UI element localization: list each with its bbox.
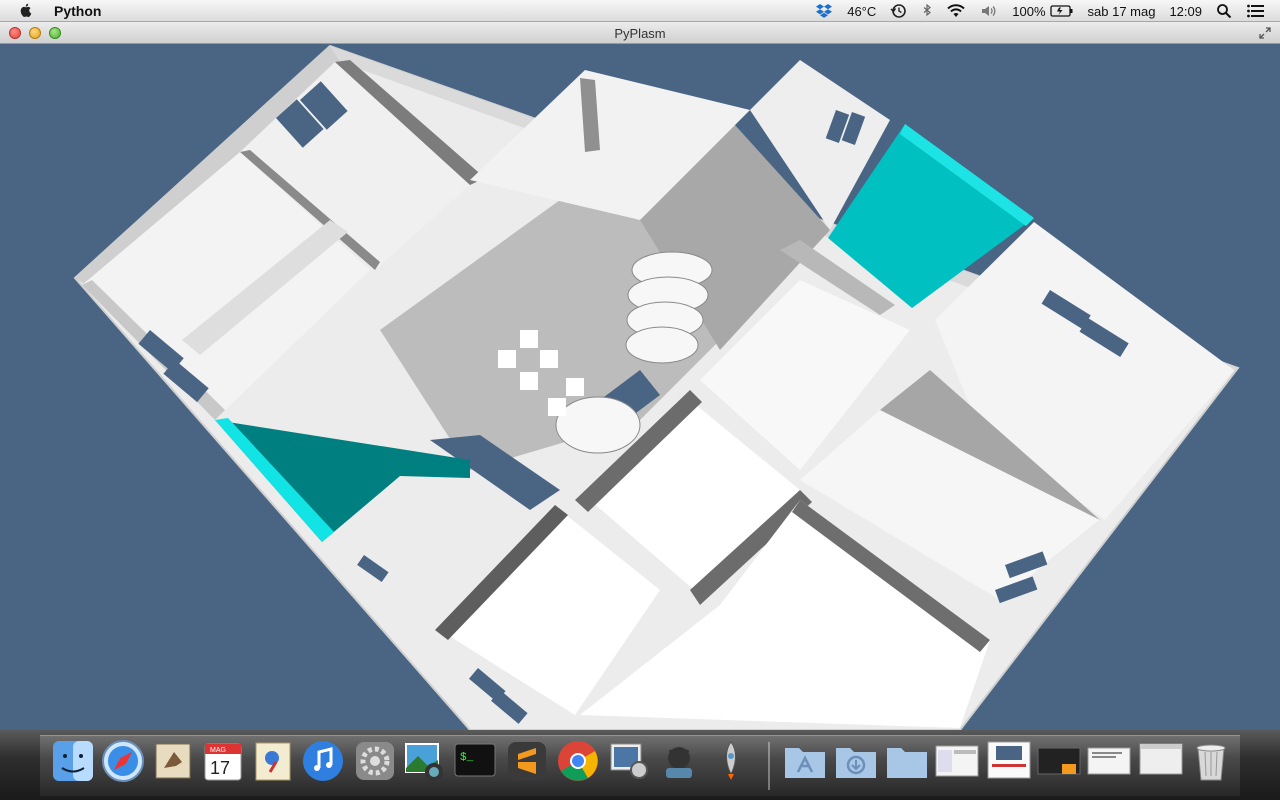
wall-shade-5 [580,78,600,152]
cyan-panel-right-edge [900,124,1034,226]
battery-percent[interactable]: 100% [1012,3,1046,19]
window-thumbnail-1[interactable] [934,738,980,784]
close-window-button[interactable] [9,27,21,39]
volume-icon[interactable] [980,3,998,19]
stair-opening [430,435,560,510]
window-opening-13 [357,555,389,583]
window-opening-1 [276,99,324,148]
spiral-staircase [555,251,713,454]
window-opening-7 [1041,290,1091,330]
finder-icon[interactable] [50,738,96,784]
room-bottom-left [440,510,660,715]
cyan-panel-right [828,124,1034,308]
trash-icon[interactable] [1188,738,1234,784]
wifi-icon[interactable] [946,3,966,19]
battery-icon[interactable] [1049,4,1074,18]
iphoto-icon[interactable] [402,738,448,784]
mail-icon[interactable] [150,738,196,784]
room-bottom-right [580,500,990,728]
window-thumbnail-2[interactable] [986,738,1032,784]
teal-panel-left [215,420,470,542]
calendar-day: 17 [210,758,230,778]
downloads-folder-icon[interactable] [833,738,879,784]
wall-shade-4 [182,220,348,355]
room-upper-mid [470,70,750,220]
window-opening-4 [163,360,209,403]
outer-wall-left [75,46,345,290]
contacts-icon[interactable] [250,738,296,784]
wall-dark-3 [435,505,568,640]
window-thumbnail-5[interactable] [1138,738,1184,784]
window-thumbnail-4[interactable] [1086,738,1132,784]
window-opening-5 [825,110,850,143]
apple-icon[interactable] [18,2,34,18]
window-opening-6 [841,111,866,145]
room-upper-right [750,60,890,230]
system-preferences-icon[interactable] [352,738,398,784]
window-titlebar[interactable]: PyPlasm [0,22,1280,44]
wall-shade-2 [240,150,380,270]
window-opening-8 [1079,318,1129,358]
bluetooth-icon[interactable] [922,3,932,19]
svg-text:$_: $_ [460,752,474,764]
temperature-readout[interactable]: 46°C [847,3,877,19]
minimize-window-button[interactable] [29,27,41,39]
window-opening-9 [1005,551,1048,579]
building-floorplan-render [73,44,1240,730]
time-machine-icon[interactable] [890,3,908,19]
preview-icon[interactable] [605,738,651,784]
sublime-text-icon[interactable] [504,738,550,784]
dropbox-icon[interactable] [815,3,833,19]
itunes-icon[interactable] [300,738,346,784]
wall-dark-1 [575,390,702,512]
applications-folder-icon[interactable] [782,738,828,784]
notification-center-icon[interactable] [1246,3,1266,19]
window-opening-11 [469,668,506,702]
room-small-left [335,478,500,620]
wall-shade-1 [335,60,485,185]
window-thumbnail-3[interactable] [1036,738,1082,784]
pyplasm-3d-viewport[interactable] [0,44,1280,730]
room-right-lower [800,410,1100,600]
terminal-icon[interactable]: $_ [452,738,498,784]
window-opening-12 [491,690,528,724]
wall-shade-7 [780,240,895,315]
spotlight-icon[interactable] [1216,3,1232,19]
calendar-month: MAG [210,747,226,754]
zoom-window-button[interactable] [49,27,61,39]
calendar-icon[interactable]: MAG 17 [200,738,246,784]
menu-bar: Python 46°C 100% sab 17 mag 1 [0,0,1280,22]
teal-panel-left-edge [215,418,334,542]
floor-openings [498,330,584,416]
room-mid-right [700,280,910,470]
chrome-icon[interactable] [555,738,601,784]
wall-dark-4 [792,500,990,652]
window-title: PyPlasm [614,26,666,41]
github-icon[interactable] [656,738,702,784]
rocket-icon[interactable] [708,738,754,784]
window-opening-2 [300,81,348,130]
status-area: 46°C 100% sab 17 mag 12:09 [815,0,1280,22]
wall-dark-2 [690,490,812,605]
menubar-date[interactable]: sab 17 mag [1087,3,1156,19]
fullscreen-icon[interactable] [1258,26,1272,40]
safari-icon[interactable] [100,738,146,784]
app-menu-python[interactable]: Python [54,3,102,19]
menubar-clock[interactable]: 12:09 [1169,3,1202,19]
window-opening-3 [138,330,184,373]
dock-separator [768,742,770,790]
documents-folder-icon[interactable] [884,738,930,784]
window-opening-10 [995,576,1038,604]
